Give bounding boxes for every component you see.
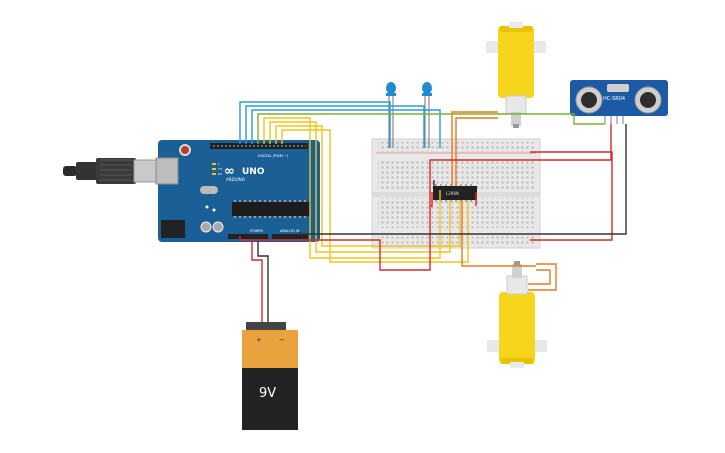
battery-plus: + (256, 336, 262, 344)
ultrasonic-sensor[interactable]: HC-SR04 (570, 80, 668, 124)
battery-9v[interactable]: + − 9V (242, 322, 298, 430)
atmega-chip (232, 202, 310, 216)
motor-driver-label: L298N (446, 191, 459, 196)
power-pins-label: POWER (250, 229, 264, 233)
motor-bottom[interactable] (487, 261, 547, 368)
arduino-uno-board[interactable]: ∞ UNO ARDUINO DIGITAL (PWM ~) L TX RX PO… (155, 140, 320, 242)
analog-pins-label: ANALOG IN (280, 229, 300, 233)
battery-label: 9V (259, 386, 276, 401)
digital-pins-label: DIGITAL (PWM ~) (258, 154, 289, 158)
wires (239, 101, 627, 322)
reset-button[interactable] (179, 144, 191, 156)
svg-text:TX: TX (217, 167, 222, 171)
battery-minus: − (279, 336, 285, 344)
led-right[interactable] (422, 82, 432, 148)
led-left[interactable] (386, 82, 396, 148)
svg-text:RX: RX (218, 172, 222, 176)
arduino-brand: UNO (242, 167, 265, 177)
svg-text:L: L (218, 162, 220, 166)
arduino-logo-text: ARDUINO (226, 177, 245, 182)
usb-cable (63, 158, 161, 184)
motor-top[interactable] (486, 22, 546, 128)
board-leds: L TX RX (212, 162, 222, 176)
motor-driver-ic[interactable]: L298N (433, 184, 477, 202)
ultrasonic-label: HC-SR04 (603, 96, 625, 102)
arduino-logo-symbol: ∞ (224, 164, 235, 179)
